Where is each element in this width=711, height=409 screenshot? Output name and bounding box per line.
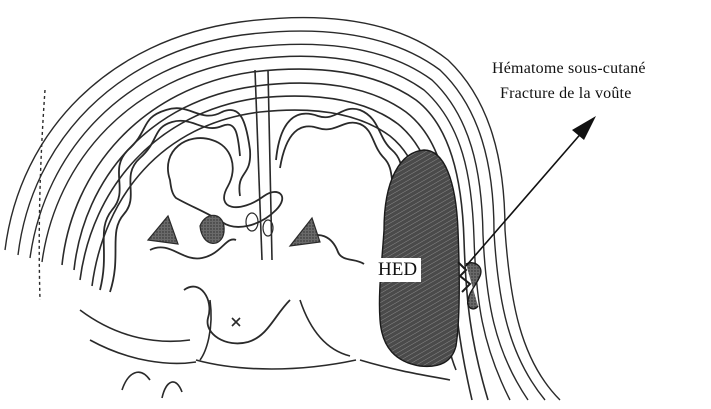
label-hematome-sous-cutane: Hématome sous-cutané	[492, 60, 646, 78]
label-hed: HED	[376, 258, 421, 282]
basal-ganglia	[148, 213, 320, 246]
label-fracture-de-la-voute: Fracture de la voûte	[500, 85, 632, 103]
scalp-layers	[5, 18, 560, 400]
arrow-up-right-icon	[466, 116, 596, 266]
